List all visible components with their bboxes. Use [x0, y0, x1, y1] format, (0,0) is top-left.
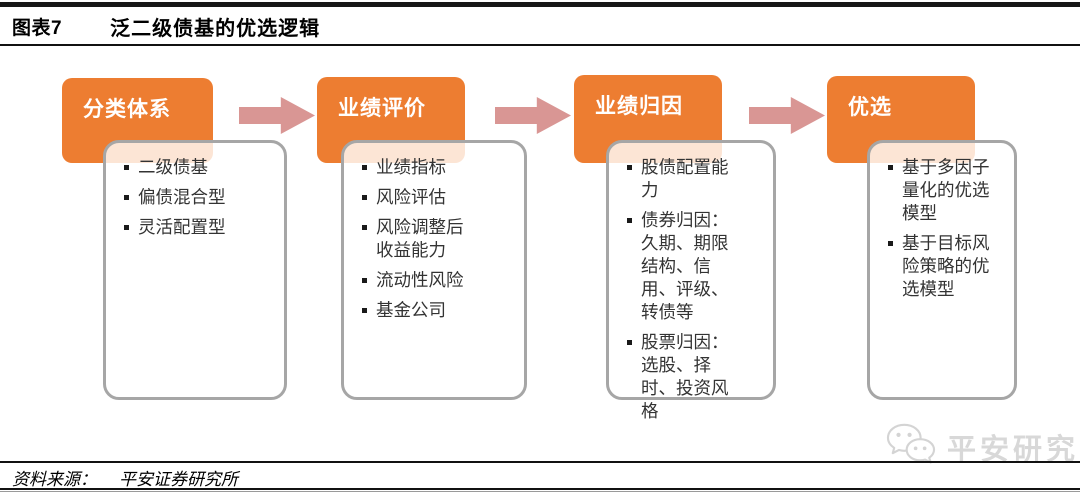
- list-item: 基金公司: [358, 299, 477, 322]
- list-item: 风险评估: [358, 186, 477, 209]
- flow-arrow-icon: [495, 97, 571, 134]
- top-rule: [0, 2, 1080, 7]
- list-item: 股票归因：选股、择时、投资风格: [623, 331, 742, 423]
- list-item: 股债配置能力: [623, 156, 742, 202]
- stage-title: 分类体系: [83, 98, 171, 121]
- watermark-text: 平安研究: [947, 434, 1080, 466]
- figure-label: 图表7: [12, 17, 63, 39]
- list-item: 流动性风险: [358, 269, 477, 292]
- figure-title: 泛二级债基的优选逻辑: [110, 17, 321, 40]
- list-item: 基于目标风险策略的优选模型: [884, 232, 1003, 301]
- list-item: 基于多因子量化的优选模型: [884, 156, 1003, 225]
- title-underline: [0, 44, 1080, 46]
- footer-bottom-rule: [0, 488, 1080, 490]
- stage-1-item-list: 二级债基偏债混合型灵活配置型: [106, 143, 284, 239]
- stage-title: 业绩归因: [595, 95, 683, 118]
- flow-arrow-icon: [239, 97, 315, 134]
- source-label: 资料来源：: [12, 469, 97, 489]
- figure-header: 图表7 泛二级债基的优选逻辑: [12, 11, 320, 41]
- source-value: 平安证券研究所: [119, 469, 238, 489]
- footer-top-rule: [0, 461, 1080, 463]
- stage-2-item-list: 业绩指标风险评估风险调整后收益能力流动性风险基金公司: [344, 143, 524, 322]
- flow-arrow-icon: [749, 97, 825, 134]
- stage-4-item-list: 基于多因子量化的优选模型基于目标风险策略的优选模型: [870, 143, 1014, 301]
- stage-box-4: 基于多因子量化的优选模型基于目标风险策略的优选模型: [867, 140, 1017, 400]
- stage-3-item-list: 股债配置能力债券归因：久期、期限结构、信用、评级、转债等股票归因：选股、择时、投…: [609, 143, 773, 423]
- brand-watermark: 平安研究: [884, 421, 1079, 473]
- list-item: 二级债基: [120, 156, 239, 179]
- stage-title: 优选: [848, 96, 892, 119]
- list-item: 债券归因：久期、期限结构、信用、评级、转债等: [623, 209, 742, 324]
- list-item: 灵活配置型: [120, 216, 239, 239]
- wechat-icon: [884, 421, 938, 474]
- list-item: 风险调整后收益能力: [358, 216, 477, 262]
- stage-box-2: 业绩指标风险评估风险调整后收益能力流动性风险基金公司: [341, 140, 527, 400]
- footer-bottom-rule-shadow: [0, 491, 1080, 492]
- stage-box-3: 股债配置能力债券归因：久期、期限结构、信用、评级、转债等股票归因：选股、择时、投…: [606, 140, 776, 421]
- stage-box-1: 二级债基偏债混合型灵活配置型: [103, 140, 287, 400]
- list-item: 业绩指标: [358, 156, 477, 179]
- list-item: 偏债混合型: [120, 186, 239, 209]
- stage-title: 业绩评价: [338, 97, 426, 120]
- source-note: 资料来源： 平安证券研究所: [12, 466, 238, 489]
